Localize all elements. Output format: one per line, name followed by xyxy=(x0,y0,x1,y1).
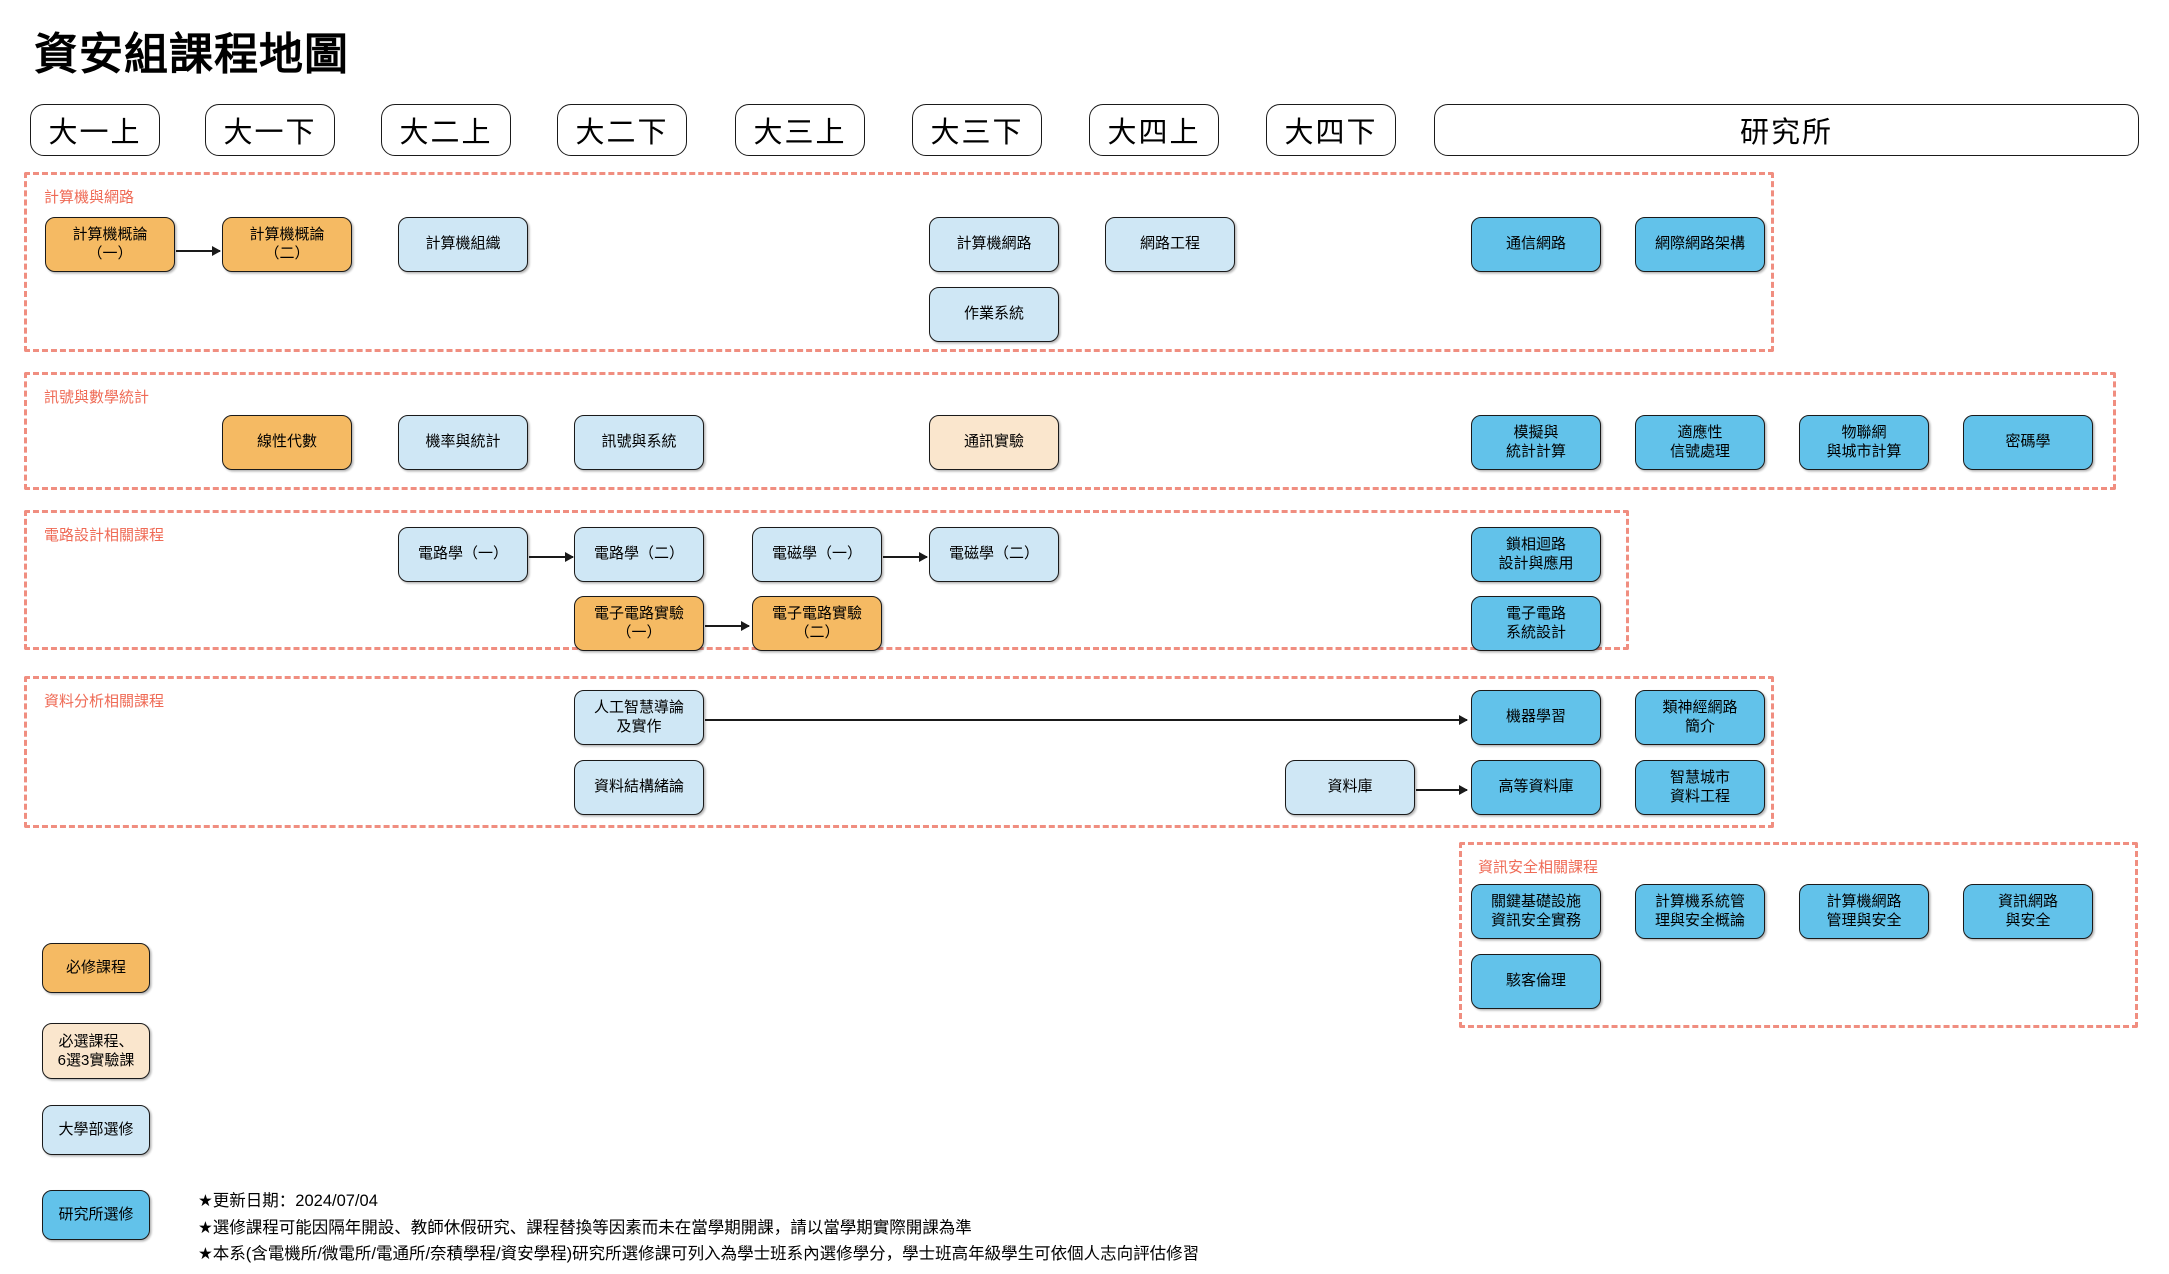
semester-pill-3[interactable]: 大二上 xyxy=(381,104,511,156)
course-box[interactable]: 計算機概論 （二） xyxy=(222,217,352,272)
course-box[interactable]: 線性代數 xyxy=(222,415,352,470)
group-information-security xyxy=(1459,842,2138,1028)
course-box[interactable]: 計算機組織 xyxy=(398,217,528,272)
course-box[interactable]: 關鍵基礎設施 資訊安全實務 xyxy=(1471,884,1601,939)
semester-label: 研究所 xyxy=(1739,117,1833,149)
arrow-connector xyxy=(883,552,928,562)
course-box[interactable]: 資料結構緒論 xyxy=(574,760,704,815)
course-box[interactable]: 電磁學（二） xyxy=(929,527,1059,582)
course-box[interactable]: 計算機網路 xyxy=(929,217,1059,272)
course-box[interactable]: 密碼學 xyxy=(1963,415,2093,470)
course-box[interactable]: 通信網路 xyxy=(1471,217,1601,272)
course-box[interactable]: 駭客倫理 xyxy=(1471,954,1601,1009)
course-box[interactable]: 機器學習 xyxy=(1471,690,1601,745)
semester-pill-4[interactable]: 大二下 xyxy=(557,104,687,156)
course-box[interactable]: 資料庫 xyxy=(1285,760,1415,815)
semester-pill-9[interactable]: 研究所 xyxy=(1434,104,2139,156)
group-label: 資料分析相關課程 xyxy=(44,693,165,710)
course-box[interactable]: 訊號與系統 xyxy=(574,415,704,470)
course-box[interactable]: 適應性 信號處理 xyxy=(1635,415,1765,470)
group-computer-network xyxy=(24,172,1774,352)
semester-label: 大四上 xyxy=(1107,117,1201,149)
course-box[interactable]: 模擬與 統計計算 xyxy=(1471,415,1601,470)
course-box[interactable]: 資訊網路 與安全 xyxy=(1963,884,2093,939)
arrow-connector xyxy=(176,246,221,256)
group-label: 資訊安全相關課程 xyxy=(1478,859,1599,876)
course-box[interactable]: 類神經網路 簡介 xyxy=(1635,690,1765,745)
semester-pill-5[interactable]: 大三上 xyxy=(735,104,865,156)
semester-pill-7[interactable]: 大四上 xyxy=(1089,104,1219,156)
footnote-line: ★選修課程可能因隔年開設、教師休假研究、課程替換等因素而未在當學期開課，請以當學… xyxy=(198,1218,972,1237)
course-box[interactable]: 計算機網路 管理與安全 xyxy=(1799,884,1929,939)
group-label: 計算機與網路 xyxy=(44,189,135,206)
group-label: 訊號與數學統計 xyxy=(44,389,150,406)
group-signal-math xyxy=(24,372,2116,490)
semester-label: 大一下 xyxy=(223,117,317,149)
semester-pill-6[interactable]: 大三下 xyxy=(912,104,1042,156)
legend-item-selective: 必選課程、 6選3實驗課 xyxy=(42,1023,150,1079)
arrow-connector xyxy=(1416,785,1468,795)
course-box[interactable]: 電磁學（一） xyxy=(752,527,882,582)
page-title: 資安組課程地圖 xyxy=(34,30,349,79)
group-data-analysis xyxy=(24,676,1774,828)
semester-label: 大一上 xyxy=(48,117,142,149)
semester-pill-8[interactable]: 大四下 xyxy=(1266,104,1396,156)
course-box[interactable]: 高等資料庫 xyxy=(1471,760,1601,815)
course-box[interactable]: 電子電路 系統設計 xyxy=(1471,596,1601,651)
course-box[interactable]: 網路工程 xyxy=(1105,217,1235,272)
course-box[interactable]: 電路學（一） xyxy=(398,527,528,582)
semester-pill-2[interactable]: 大一下 xyxy=(205,104,335,156)
course-box[interactable]: 智慧城市 資料工程 xyxy=(1635,760,1765,815)
semester-label: 大三下 xyxy=(930,117,1024,149)
semester-pill-1[interactable]: 大一上 xyxy=(30,104,160,156)
arrow-connector xyxy=(705,621,750,631)
course-box[interactable]: 通訊實驗 xyxy=(929,415,1059,470)
semester-label: 大三上 xyxy=(753,117,847,149)
course-box[interactable]: 鎖相迴路 設計與應用 xyxy=(1471,527,1601,582)
course-box[interactable]: 計算機系統管 理與安全概論 xyxy=(1635,884,1765,939)
legend-item-grad-elective: 研究所選修 xyxy=(42,1190,150,1240)
course-box[interactable]: 機率與統計 xyxy=(398,415,528,470)
footnote-line: ★本系(含電機所/微電所/電通所/奈積學程/資安學程)研究所選修課可列入為學士班… xyxy=(198,1245,1200,1264)
course-box[interactable]: 人工智慧導論 及實作 xyxy=(574,690,704,745)
course-box[interactable]: 計算機概論 （一） xyxy=(45,217,175,272)
course-box[interactable]: 網際網路架構 xyxy=(1635,217,1765,272)
legend-item-undergrad-elective: 大學部選修 xyxy=(42,1105,150,1155)
semester-label: 大四下 xyxy=(1284,117,1378,149)
semester-label: 大二上 xyxy=(399,117,493,149)
course-box[interactable]: 電子電路實驗 （一） xyxy=(574,596,704,651)
course-box[interactable]: 電子電路實驗 （二） xyxy=(752,596,882,651)
group-label: 電路設計相關課程 xyxy=(44,527,165,544)
course-box[interactable]: 物聯網 與城市計算 xyxy=(1799,415,1929,470)
footnote-line: ★更新日期：2024/07/04 xyxy=(198,1192,378,1210)
semester-label: 大二下 xyxy=(575,117,669,149)
course-box[interactable]: 作業系統 xyxy=(929,287,1059,342)
course-box[interactable]: 電路學（二） xyxy=(574,527,704,582)
arrow-connector xyxy=(705,715,1468,725)
footnotes: ★更新日期：2024/07/04 ★選修課程可能因隔年開設、教師休假研究、課程替… xyxy=(198,1188,1199,1268)
legend-item-required: 必修課程 xyxy=(42,943,150,993)
arrow-connector xyxy=(529,552,574,562)
